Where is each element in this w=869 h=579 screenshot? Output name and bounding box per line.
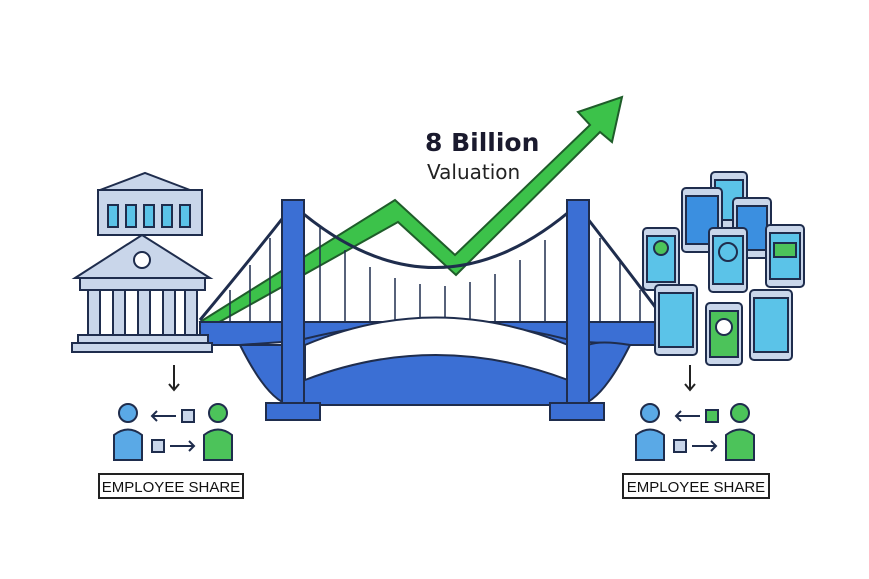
employee-share-label-left: EMPLOYEE SHARE xyxy=(98,473,244,499)
phones-cluster-icon xyxy=(642,171,805,366)
employee-exchange-left xyxy=(113,403,233,461)
bank-building-icon xyxy=(71,171,214,353)
down-arrow-icon xyxy=(168,365,696,392)
employee-share-label-right: EMPLOYEE SHARE xyxy=(622,473,770,499)
bridge xyxy=(198,199,667,421)
growth-arrow xyxy=(198,95,624,332)
valuation-amount: 8 Billion xyxy=(425,128,540,157)
valuation-caption: Valuation xyxy=(427,160,521,184)
employee-exchange-right xyxy=(635,403,755,461)
